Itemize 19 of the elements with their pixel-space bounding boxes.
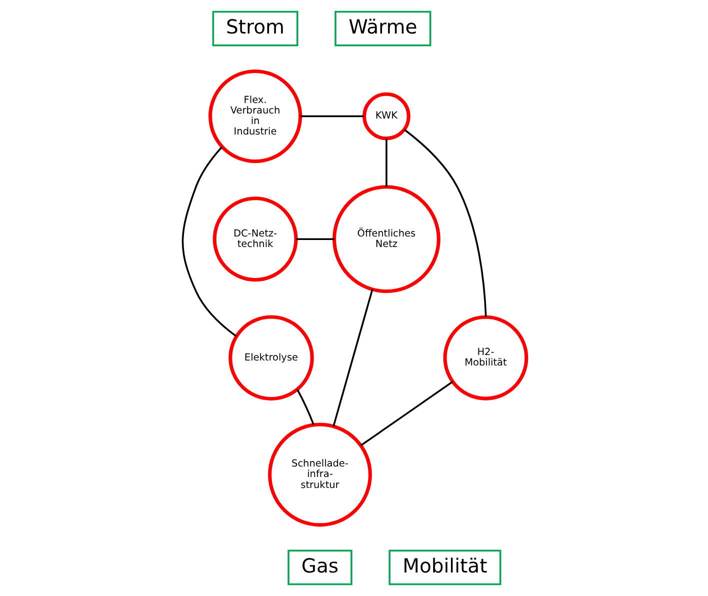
node-box: Mobilität — [388, 550, 501, 586]
node-circle: KWK — [362, 92, 410, 140]
connector — [296, 238, 334, 240]
connector — [360, 381, 453, 446]
node-box: Wärme — [334, 10, 431, 46]
node-circle: Schnellade- infra- struktur — [268, 422, 372, 527]
node-circle: DC-Netz- technik — [212, 196, 298, 282]
node-circle: Öffentliches Netz — [332, 185, 440, 294]
connector — [385, 138, 387, 187]
connector — [403, 128, 486, 318]
connector — [181, 146, 236, 337]
node-circle: Elektrolyse — [228, 315, 314, 400]
node-circle: Flex. Verbrauch in Industrie — [208, 69, 302, 164]
connector — [300, 115, 364, 118]
connector — [332, 289, 373, 426]
node-circle: H2- Mobilität — [442, 315, 528, 400]
connector — [296, 389, 314, 426]
node-box: Strom — [212, 10, 298, 46]
node-box: Gas — [287, 550, 352, 586]
